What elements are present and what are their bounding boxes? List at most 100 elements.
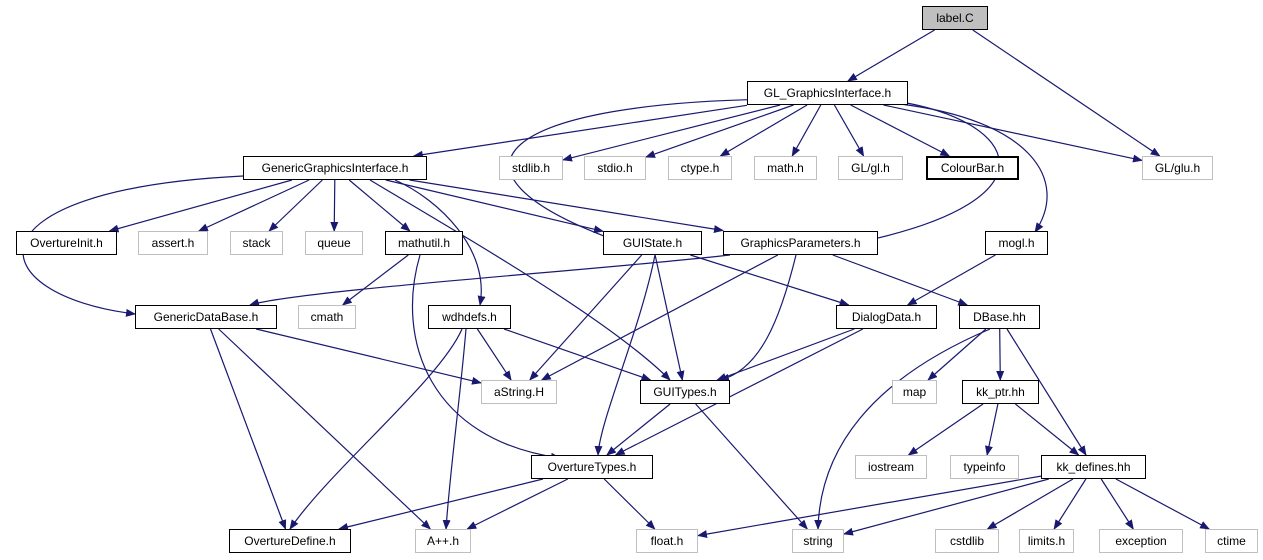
node-typeinfo[interactable]: typeinfo	[950, 455, 1019, 479]
node-overturetypes[interactable]: OvertureTypes.h	[531, 455, 653, 479]
node-dialogdata[interactable]: DialogData.h	[836, 305, 937, 329]
node-glglu[interactable]: GL/glu.h	[1142, 156, 1213, 180]
node-mathutil[interactable]: mathutil.h	[385, 231, 463, 255]
node-string[interactable]: string	[792, 529, 844, 553]
edge-wdhdefs-to-astring	[476, 328, 512, 381]
edge-gl-gi-to-glgl	[833, 104, 865, 157]
edge-gl-gi-to-stdio	[645, 104, 794, 158]
edge-wdhdefs-to-overturedefine	[289, 328, 463, 530]
node-assert[interactable]: assert.h	[138, 231, 208, 255]
edge-gl-gi-to-math	[791, 104, 822, 157]
edge-overturetypes-to-app	[466, 478, 569, 530]
edge-kkdefines-to-string	[843, 478, 1049, 536]
node-guistate[interactable]: GUIState.h	[603, 231, 702, 255]
edge-kkptr-to-iostream	[907, 403, 984, 456]
edge-ggi-to-graphparams	[409, 179, 724, 234]
node-mogl[interactable]: mogl.h	[985, 231, 1048, 255]
node-kkdefines[interactable]: kk_defines.hh	[1041, 455, 1146, 479]
node-graphparams[interactable]: GraphicsParameters.h	[723, 231, 878, 255]
edge-ggi-to-mathutil	[348, 179, 411, 232]
edge-ggi-to-wdhdefs	[394, 179, 486, 306]
node-ctype[interactable]: ctype.h	[668, 156, 732, 180]
node-stack[interactable]: stack	[230, 231, 283, 255]
edge-gl-gi-to-stdlib	[562, 104, 781, 162]
edge-ggi-to-overtureinit	[108, 179, 293, 233]
node-limits[interactable]: limits.h	[1019, 529, 1074, 553]
node-label-c[interactable]: label.C	[922, 6, 988, 30]
edge-guistate-to-guitypes	[654, 254, 685, 381]
node-stdio[interactable]: stdio.h	[584, 156, 646, 180]
edge-gl-gi-to-ggi	[412, 104, 748, 159]
edge-ggi-to-guitypes	[369, 179, 671, 381]
edge-guistate-to-overturetypes	[594, 254, 656, 456]
edge-ggi-to-assert	[197, 179, 310, 232]
edge-ggi-to-guistate	[385, 179, 604, 234]
node-dbase[interactable]: DBase.hh	[959, 305, 1040, 329]
node-float[interactable]: float.h	[636, 529, 698, 553]
edge-mathutil-to-overturetypes	[411, 254, 561, 461]
node-gdb[interactable]: GenericDataBase.h	[135, 305, 277, 329]
node-cstdlib[interactable]: cstdlib	[935, 529, 999, 553]
edge-guitypes-to-string	[695, 403, 808, 530]
edge-kkdefines-to-limits	[1053, 478, 1087, 530]
edge-label-c-to-glglu	[972, 29, 1161, 157]
edge-dbase-to-kkptr	[996, 328, 1005, 381]
node-math[interactable]: math.h	[754, 156, 817, 180]
edge-mathutil-to-cmath	[341, 254, 409, 306]
edge-label-c-to-gl-gi	[847, 29, 935, 82]
node-app[interactable]: A++.h	[415, 529, 471, 553]
edge-dbase-to-map	[927, 328, 987, 381]
edge-wdhdefs-to-guitypes	[503, 328, 652, 381]
edge-graphparams-to-gdb	[249, 254, 731, 307]
edge-overturetypes-to-float	[603, 478, 656, 530]
node-wdhdefs[interactable]: wdhdefs.h	[428, 305, 511, 329]
node-overtureinit[interactable]: OvertureInit.h	[16, 231, 117, 255]
node-ctime[interactable]: ctime	[1205, 529, 1258, 553]
node-cmath[interactable]: cmath	[298, 305, 356, 329]
edge-guitypes-to-overturetypes	[606, 403, 671, 456]
edge-kkdefines-to-float	[697, 475, 1042, 539]
edge-graphparams-to-astring	[540, 254, 779, 381]
edge-mogl-to-dialogdata	[906, 254, 996, 306]
edge-kkptr-to-kkdefines	[1015, 403, 1080, 456]
node-guitypes[interactable]: GUITypes.h	[640, 380, 730, 404]
edge-gdb-to-astring	[255, 328, 482, 385]
node-exception[interactable]: exception	[1099, 529, 1183, 553]
edge-dialogdata-to-overturetypes	[614, 328, 864, 456]
edge-gl-gi-to-guistate	[508, 98, 791, 243]
edge-kkdefines-to-cstdlib	[986, 478, 1074, 530]
edge-graphparams-to-dbase	[832, 254, 969, 306]
edge-ggi-to-stack	[268, 179, 323, 232]
node-gl-gi[interactable]: GL_GraphicsInterface.h	[747, 81, 908, 105]
edge-guistate-to-dialogdata	[690, 254, 850, 307]
edge-graphparams-to-guitypes	[719, 254, 797, 382]
node-stdlib[interactable]: stdlib.h	[499, 156, 563, 180]
edge-gl-gi-to-glglu	[883, 104, 1143, 163]
edge-gl-gi-to-mogl	[899, 103, 1048, 233]
node-astring[interactable]: aString.H	[481, 380, 557, 404]
node-colourbar[interactable]: ColourBar.h	[926, 156, 1019, 180]
edge-dialogdata-to-guitypes	[716, 328, 855, 381]
node-glgl[interactable]: GL/gl.h	[838, 156, 903, 180]
edge-ggi-to-queue	[330, 179, 339, 232]
edge-gdb-to-overturedefine	[209, 328, 287, 530]
node-iostream[interactable]: iostream	[855, 455, 927, 479]
edge-kkdefines-to-exception	[1100, 478, 1134, 530]
edge-wdhdefs-to-app	[442, 328, 467, 530]
node-map[interactable]: map	[892, 380, 937, 404]
edge-kkptr-to-typeinfo	[985, 403, 999, 456]
edge-gl-gi-to-colourbar	[850, 104, 951, 157]
node-queue[interactable]: queue	[305, 231, 363, 255]
edge-kkdefines-to-ctime	[1115, 478, 1210, 530]
node-ggi[interactable]: GenericGraphicsInterface.h	[243, 156, 427, 180]
node-overturedefine[interactable]: OvertureDefine.h	[229, 529, 351, 553]
edge-dbase-to-kkdefines	[1006, 328, 1087, 456]
edge-gl-gi-to-ctype	[719, 104, 808, 157]
edge-guistate-to-astring	[529, 254, 643, 381]
node-kkptr[interactable]: kk_ptr.hh	[962, 380, 1039, 404]
edge-gdb-to-app	[218, 328, 432, 530]
edge-overturetypes-to-overturedefine	[338, 478, 544, 531]
edge-dbase-to-string	[814, 328, 991, 530]
